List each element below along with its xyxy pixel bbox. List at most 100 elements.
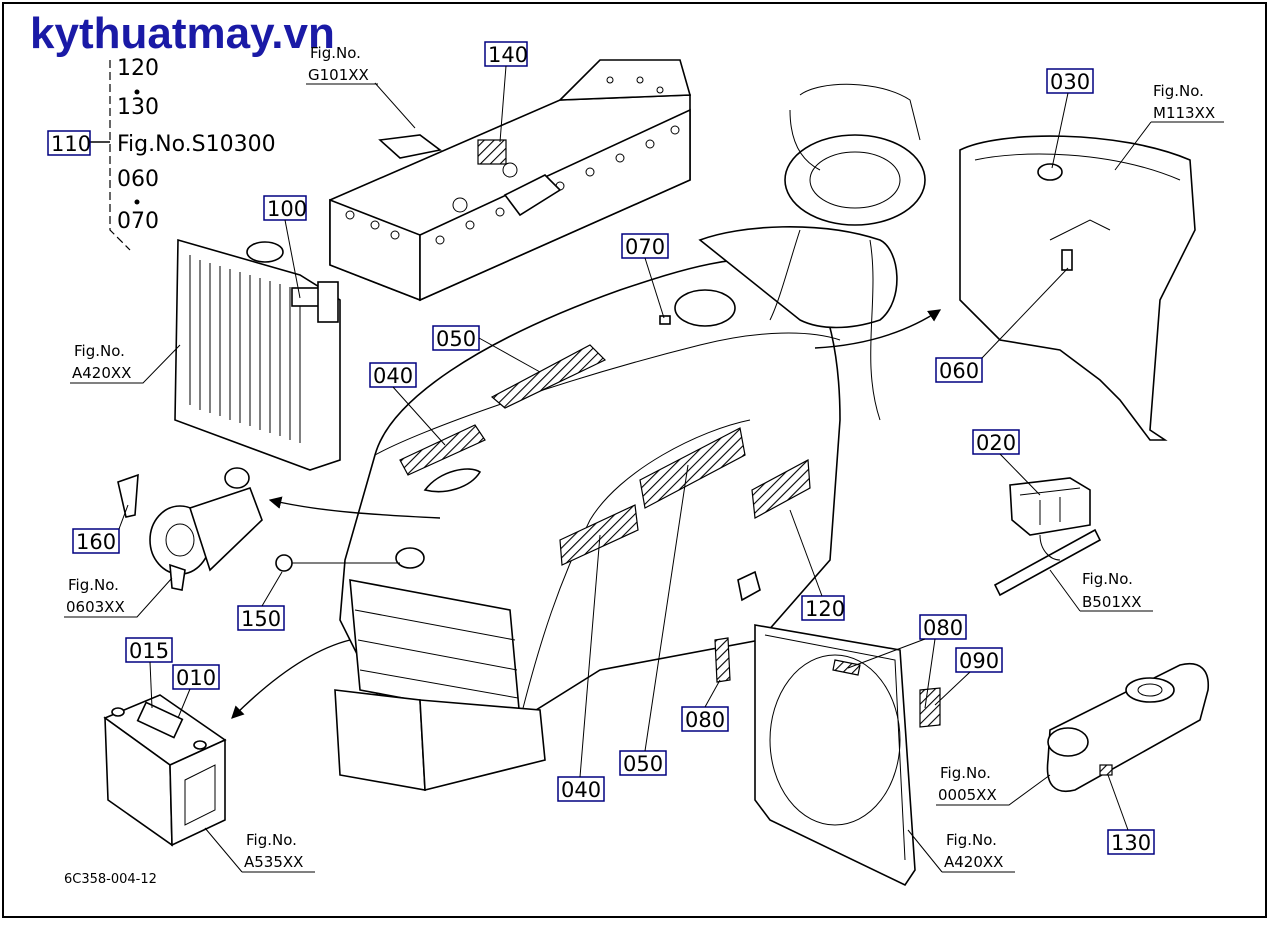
callout-080-right-box [919,614,967,640]
list-item-fig-s10300: Fig.No.S10300 [117,132,276,157]
list-item-120: 120 [117,56,159,81]
label-080-shroud-patch [832,659,861,676]
callout-150-box [237,605,285,631]
callout-080-right: 080 [923,616,963,640]
leader-m113 [1114,121,1224,171]
leader-0603 [64,577,173,618]
leader-g101 [374,82,416,129]
callout-080-left-box [681,706,729,732]
callout-160-box [72,528,120,554]
label-050-side-patch [639,427,746,509]
callout-100: 100 [267,197,307,221]
drawing-code: 6C358-004-12 [64,872,157,887]
callout-130: 130 [1111,831,1151,855]
leader-050-bottom [644,464,689,752]
fig-0603-label: Fig.No. [68,576,119,594]
leader-030 [1051,92,1069,169]
leader-080-right [847,638,936,709]
list-item-070: 070 [117,209,159,234]
callout-020: 020 [976,431,1016,455]
callout-060: 060 [939,359,979,383]
battery-drawing [103,694,227,847]
leader-040-top [392,386,446,446]
label-080-left-patch [714,637,731,683]
fig-0603-code: 0603XX [66,598,125,616]
callout-040-bottom: 040 [561,778,601,802]
callout-110-box [47,130,91,156]
label-040-top-patch [399,424,486,476]
callout-160: 160 [76,530,116,554]
fig-a420-bottom-label: Fig.No. [946,831,997,849]
steering-wheel-drawing [769,83,926,421]
fig-g101-code: G101XX [308,66,369,84]
connector-drawing [993,477,1102,597]
leader-090 [934,671,971,706]
radiator-drawing [174,238,341,471]
plug-150-drawing [275,554,293,572]
leader-020 [999,453,1041,496]
callout-140: 140 [488,43,528,67]
callout-040-bottom-box [557,776,605,802]
leader-070 [644,257,665,319]
leader-060 [981,267,1069,359]
label-050-top-patch [490,344,607,409]
callout-070: 070 [625,235,665,259]
callout-015-box [125,637,173,663]
leader-160 [118,504,129,530]
callout-030-box [1046,68,1094,94]
callout-040-top: 040 [373,364,413,388]
arrow-to-battery [231,639,351,719]
callout-120-box [801,595,845,621]
callout-050-top-box [432,325,480,351]
fig-a420-top-label: Fig.No. [74,342,125,360]
callout-020-box [972,429,1020,455]
callout-060-box [935,357,983,383]
leader-015 [149,661,153,709]
leader-050-top [478,337,541,373]
callout-010-box [172,664,220,690]
arrow-to-air-cleaner [268,496,441,519]
label-090-patch [919,687,941,728]
callout-150: 150 [241,607,281,631]
list-item-130: 130 [117,95,159,120]
fig-m113-label: Fig.No. [1153,82,1204,100]
callout-050-top: 050 [436,327,476,351]
leader-130 [1107,774,1129,831]
fig-g101-label: Fig.No. [310,44,361,62]
callout-090-box [955,647,1003,673]
callout-030: 030 [1050,70,1090,94]
callout-010: 010 [176,666,216,690]
air-cleaner-drawing [117,467,263,591]
leader-040-bottom [579,534,601,778]
leader-a420-top [70,344,181,384]
leader-140 [499,65,507,143]
fig-0005-label: Fig.No. [940,764,991,782]
watermark-logo: kythuatmay.vn [30,9,335,58]
list-dot [134,199,140,205]
arrow-to-dash-cover [814,309,942,349]
fig-m113-code: M113XX [1153,104,1215,122]
valve-cover-drawing [1046,663,1209,792]
fig-a535-label: Fig.No. [246,831,297,849]
fig-b501-label: Fig.No. [1082,570,1133,588]
fig-a535-code: A535XX [244,853,303,871]
label-140-patch [477,139,507,165]
leader-150 [261,571,283,607]
callout-050-bottom: 050 [623,752,663,776]
fig-a420-top-code: A420XX [72,364,131,382]
front-frame-drawing [329,59,692,302]
callout-130-box [1107,829,1155,855]
tractor-hood-drawing [334,226,898,792]
leader-a420-bottom [907,829,1015,873]
fig-0005-code: 0005XX [938,786,997,804]
fig-b501-code: B501XX [1082,593,1141,611]
leader-100 [284,219,301,299]
callout-080-left: 080 [685,708,725,732]
callout-015: 015 [129,639,169,663]
dash-cover-drawing [959,135,1196,441]
callout-090: 090 [959,649,999,673]
callout-050-bottom-box [619,750,667,776]
leader-080-left [704,679,721,708]
